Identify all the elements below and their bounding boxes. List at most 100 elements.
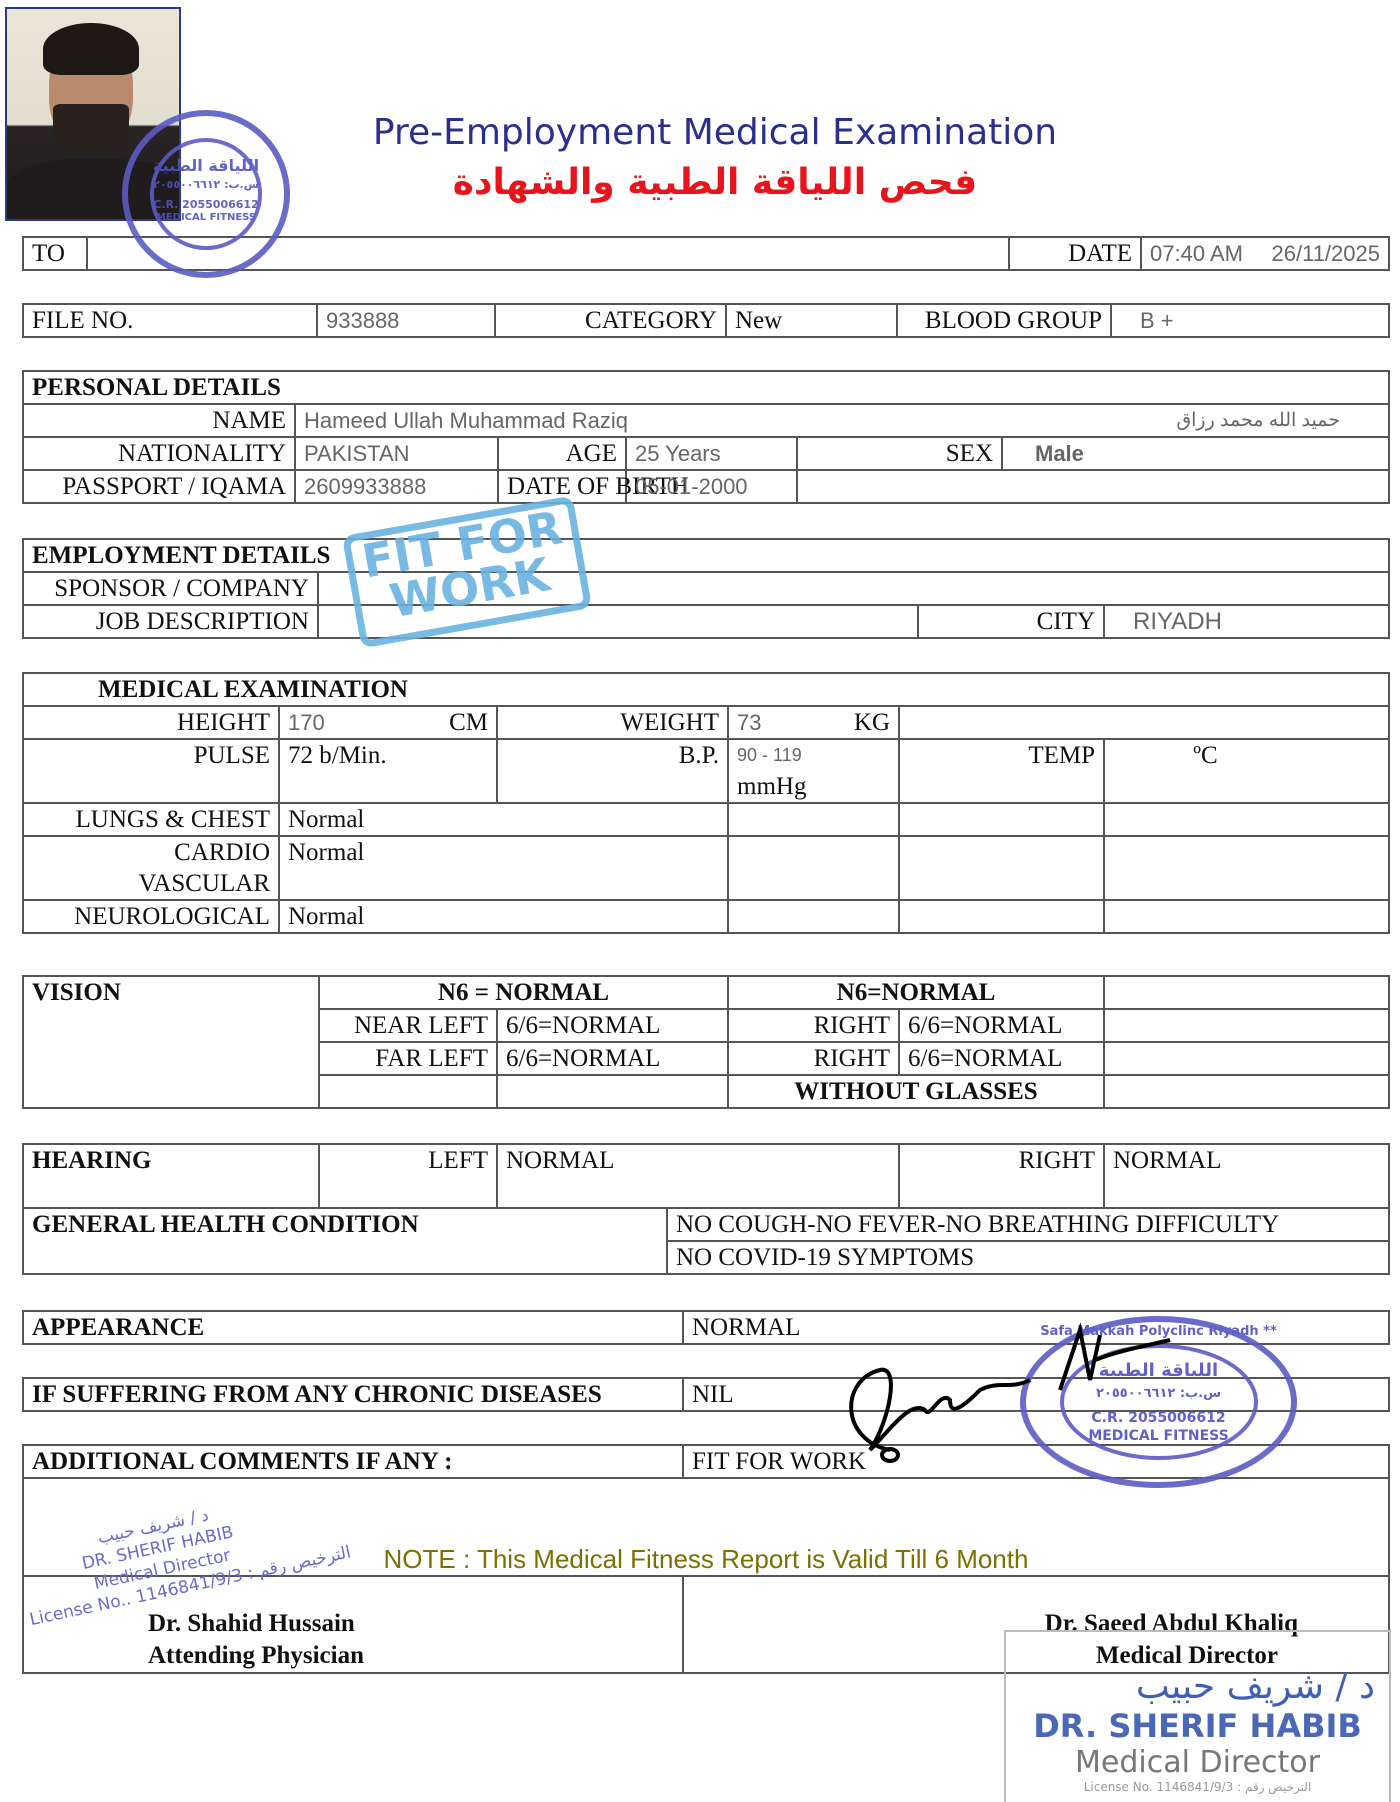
passport-label: PASSPORT / IQAMA [22,469,296,504]
comments-value: FIT FOR WORK [682,1444,1390,1479]
weight-label: WEIGHT [496,705,729,740]
hearing-heading: HEARING [22,1143,320,1209]
physician-signature [849,1322,1171,1463]
height-row-empty [898,705,1390,740]
stamp-top-cr: C.R. 2055006612 [153,198,259,211]
height-cell: 170 CM [278,705,498,740]
category-label: CATEGORY [494,303,727,338]
document-title: Pre-Employment Medical Examination [372,112,1058,153]
stamp-top-po-box: س.ب: ٢٠٥٥٠٠٦٦١٢ [153,178,259,191]
clinic-stamp-top: اللياقة الطبية س.ب: ٢٠٥٥٠٠٦٦١٢ C.R. 2055… [122,110,290,278]
lungs-value: Normal [278,802,729,837]
attending-physician-name: Dr. Shahid Hussain [148,1610,355,1637]
empty-cell [1103,975,1390,1010]
medical-examination-heading: MEDICAL EXAMINATION [22,672,1390,707]
personal-details-heading: PERSONAL DETAILS [22,370,1390,405]
city-label: CITY [917,604,1105,639]
medical-director-name: Dr. Saeed Abdul Khaliq [1044,1610,1298,1637]
name-value: Hameed Ullah Muhammad Raziq حميد الله مح… [294,403,1390,438]
name-label: NAME [22,403,296,438]
nationality-value: PAKISTAN [294,436,498,471]
right-stamp-name: DR. SHERIF HABIB [1033,1707,1362,1745]
pulse-value: 72 b/Min. [278,738,498,804]
stamp-bottom-label: MEDICAL FITNESS [1088,1428,1229,1444]
file-no-value: 933888 [316,303,496,338]
blood-group-value: B + [1110,303,1390,338]
near-left-value: 6/6=NORMAL [496,1008,729,1043]
stamp-bottom-cr: C.R. 2055006612 [1091,1410,1226,1426]
hearing-table: HEARING LEFT NORMAL RIGHT NORMAL GENERAL… [22,1143,1390,1275]
empty-cell [1103,802,1390,837]
category-value: New [725,303,898,338]
cardio-label-line1: CARDIO [174,839,270,866]
pulse-label: PULSE [22,738,280,804]
bp-cell: 90 - 119 mmHg [727,738,900,804]
weight-unit: KG [853,709,890,736]
sex-label: SEX [796,436,1003,471]
right-doctor-stamp: د / شريف حبيب DR. SHERIF HABIB Medical D… [1004,1630,1391,1802]
employment-details-table: EMPLOYMENT DETAILS SPONSOR / COMPANY JOB… [22,538,1390,639]
job-description-value [317,604,919,639]
dob-value: 05-01-2000 [625,469,798,504]
file-table: FILE NO. 933888 CATEGORY New BLOOD GROUP… [22,303,1390,338]
near-right-value: 6/6=NORMAL [898,1008,1105,1043]
right-stamp-title: Medical Director [1075,1745,1320,1780]
file-no-label: FILE NO. [22,303,318,338]
near-left-label: NEAR LEFT [318,1008,498,1043]
chronic-label: IF SUFFERING FROM ANY CHRONIC DISEASES [22,1377,684,1412]
age-value: 25 Years [625,436,798,471]
neuro-label: NEUROLOGICAL [22,899,280,934]
far-left-value: 6/6=NORMAL [496,1041,729,1076]
empty-cell [496,1074,729,1109]
attending-physician-cell: Dr. Shahid Hussain Attending Physician [22,1575,684,1674]
passport-value: 2609933888 [294,469,499,504]
appearance-label: APPEARANCE [22,1310,684,1345]
appearance-table: APPEARANCE NORMAL [22,1310,1390,1345]
photo-beard [53,104,129,156]
empty-cell [898,802,1105,837]
empty-cell [898,899,1105,934]
stamp-inner-ring [150,138,262,250]
medical-director-cell: Dr. Saeed Abdul Khaliq Medical Director [682,1575,1390,1674]
empty-cell [898,835,1105,901]
temp-label: TEMP [898,738,1105,804]
empty-cell [1103,1074,1390,1109]
empty-cell [727,835,900,901]
temp-unit: ºC [1103,738,1390,804]
personal-details-table: PERSONAL DETAILS NAME Hameed Ullah Muham… [22,370,1390,504]
hearing-right-label: RIGHT [898,1143,1105,1209]
stamp-inner-ring [1060,1344,1258,1460]
stamp-top-center-arabic: اللياقة الطبية [152,156,260,175]
validity-note: NOTE : This Medical Fitness Report is Va… [22,1477,1390,1577]
cardio-value: Normal [278,835,729,901]
vision-right-header: N6=NORMAL [727,975,1105,1010]
bp-label: B.P. [496,738,729,804]
right-stamp-license: License No. 1146841/9/3 : الترخيص رقم [1083,1780,1312,1794]
empty-cell [1103,899,1390,934]
stamp-top-label: MEDICAL FITNESS [155,212,257,223]
cardio-label: CARDIO VASCULAR [22,835,280,901]
date-value: 07:40 AM 26/11/2025 [1140,236,1390,271]
weight-value: 73 [737,710,762,735]
near-right-label: RIGHT [727,1008,900,1043]
to-date-table: TO DATE 07:40 AM 26/11/2025 [22,236,1390,271]
appearance-value: NORMAL [682,1310,1390,1345]
medical-examination-table: MEDICAL EXAMINATION HEIGHT 170 CM WEIGHT… [22,672,1390,934]
general-health-heading: GENERAL HEALTH CONDITION [22,1207,668,1275]
passport-row-empty [796,469,1390,504]
sex-value: Male [1001,436,1390,471]
applicant-photo [5,7,181,221]
to-label: TO [22,236,88,271]
hearing-left-value: NORMAL [496,1143,900,1209]
time-value: 07:40 AM [1150,241,1243,266]
comments-label: ADDITIONAL COMMENTS IF ANY : [22,1444,684,1479]
far-right-value: 6/6=NORMAL [898,1041,1105,1076]
city-value: RIYADH [1103,604,1390,639]
name-arabic: حميد الله محمد رزاق [1176,410,1340,431]
sponsor-value [317,571,1390,606]
without-glasses: WITHOUT GLASSES [727,1074,1105,1109]
name-english: Hameed Ullah Muhammad Raziq [304,408,629,433]
job-description-label: JOB DESCRIPTION [22,604,319,639]
weight-cell: 73 KG [727,705,900,740]
sponsor-label: SPONSOR / COMPANY [22,571,319,606]
